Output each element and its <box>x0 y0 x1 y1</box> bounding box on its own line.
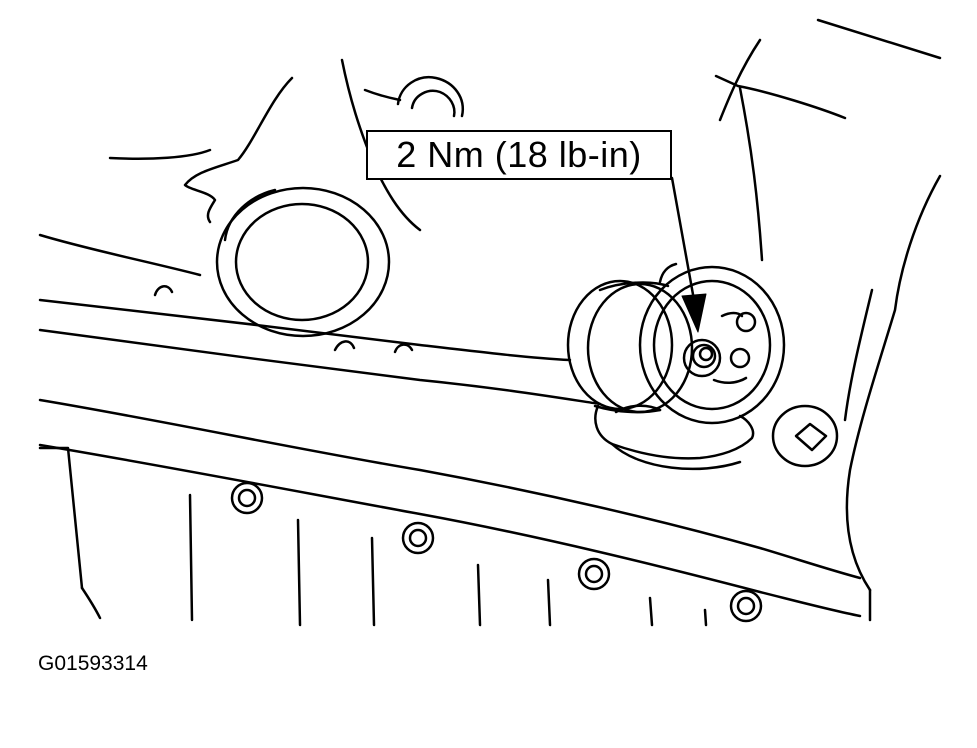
right-cover-edge <box>714 74 847 120</box>
callout-arrow <box>670 176 707 333</box>
case-line-4 <box>38 443 862 618</box>
sensor-connector-pins <box>712 311 757 384</box>
housing-outline <box>183 76 294 224</box>
housing-curve-top-2 <box>363 88 402 102</box>
right-cover-curve <box>845 174 942 592</box>
right-cover-edge-2 <box>738 86 764 262</box>
torque-callout: 2 Nm (18 lb-in) <box>366 130 672 180</box>
right-cover-inner <box>718 38 762 122</box>
case-line-3 <box>38 398 862 580</box>
case-line-1 <box>38 298 572 362</box>
housing-rib-left <box>108 148 212 160</box>
sensor-body <box>566 262 786 425</box>
oil-pan <box>38 446 708 627</box>
top-boss <box>396 75 465 118</box>
case-line-2 <box>38 328 602 406</box>
pan-bolt-2 <box>401 521 435 555</box>
pan-bolt-4 <box>729 589 763 623</box>
sensor-bracket <box>594 404 755 471</box>
pan-bolt-1 <box>230 481 264 515</box>
right-cover-line <box>816 18 942 60</box>
torque-label: 2 Nm (18 lb-in) <box>396 134 642 175</box>
figure-id: G01593314 <box>38 652 148 675</box>
plug-fitting <box>771 404 839 468</box>
right-cover-curve-2 <box>843 288 874 422</box>
pan-bolt-3 <box>577 557 611 591</box>
case-notches <box>153 285 414 354</box>
housing-rib-left-2 <box>38 233 202 277</box>
sensor-bolt <box>682 338 722 378</box>
round-port <box>215 186 391 338</box>
